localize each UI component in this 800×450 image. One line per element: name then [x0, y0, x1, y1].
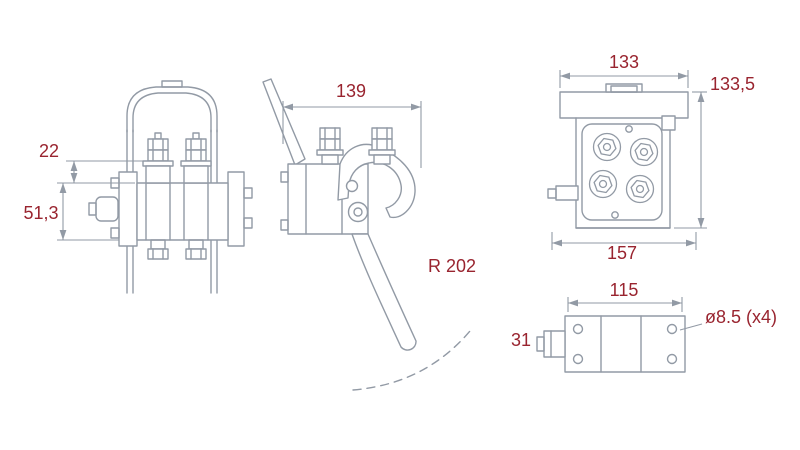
face-dimension-lines	[551, 70, 707, 250]
top-bolt-left	[316, 127, 344, 165]
hex-bolt	[625, 174, 655, 204]
side-dimension-lines	[282, 101, 422, 168]
front-dimension-lines	[57, 160, 143, 241]
front-view	[88, 80, 253, 294]
dim-label-133-5: 133,5	[710, 74, 755, 94]
plug-side-view	[543, 330, 566, 358]
hand-lever	[351, 233, 417, 351]
dim-label-115: 115	[610, 280, 639, 300]
dim-label-157: 157	[607, 243, 637, 263]
release-blade	[262, 78, 306, 166]
hex-bolt	[588, 169, 618, 199]
hex-bolt	[629, 137, 659, 167]
mounting-hole	[572, 323, 584, 335]
side-view	[262, 78, 471, 391]
hex-bolt	[592, 132, 622, 162]
top-bracket-arch	[126, 86, 218, 133]
top-plate	[559, 91, 689, 119]
mounting-hole	[666, 323, 678, 335]
lever-swing-arc	[352, 330, 471, 391]
pivot-pin-upper	[345, 179, 359, 193]
mounting-hole	[666, 353, 678, 365]
hole-leader-line	[679, 323, 703, 331]
base-plate	[564, 315, 686, 373]
bottom-view	[536, 315, 686, 373]
bottom-dimension-lines	[567, 297, 703, 331]
valve-section-lines	[145, 182, 209, 241]
valve-block	[136, 182, 229, 241]
bolt-plate	[581, 123, 663, 221]
right-flange	[227, 171, 245, 247]
coupler-plug	[95, 196, 119, 222]
top-bolt-right	[368, 127, 396, 165]
side-body	[287, 163, 369, 235]
bolt-stack-right	[180, 132, 212, 184]
side-knob	[555, 185, 579, 201]
dim-label-hole-note: ø8.5 (x4)	[705, 307, 777, 327]
dim-label-22: 22	[39, 141, 59, 161]
dim-label-133: 133	[609, 52, 639, 72]
pivot-pin-lower	[347, 201, 369, 223]
bottom-fittings	[147, 239, 207, 260]
small-screw	[611, 211, 619, 219]
small-screw	[625, 125, 633, 133]
dim-label-139: 139	[336, 81, 366, 101]
bolt-stack-left	[142, 132, 174, 184]
arch-crown-tab	[161, 80, 183, 88]
dim-label-r202: R 202	[428, 256, 476, 276]
face-view	[547, 83, 689, 229]
dim-label-31: 31	[511, 330, 531, 350]
mounting-hole	[572, 353, 584, 365]
dim-label-51-3: 51,3	[23, 203, 58, 223]
hinge-tab	[661, 115, 676, 131]
